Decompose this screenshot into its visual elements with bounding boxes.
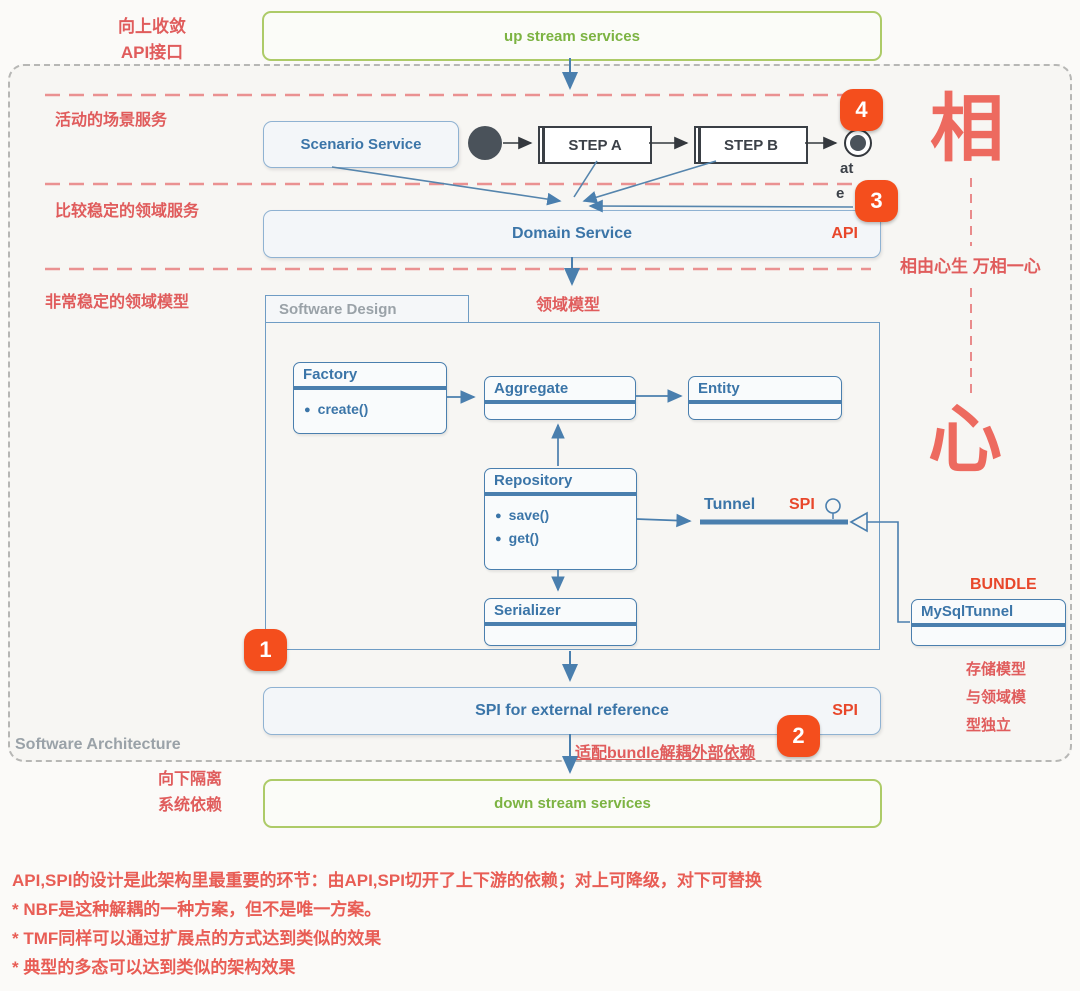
software-design-title: Software Design: [279, 300, 397, 318]
annotation-downward-isolate: 向下隔离: [158, 771, 223, 788]
e-label: e: [836, 185, 845, 202]
tunnel-spi-tag: SPI: [789, 496, 815, 513]
uml-separator: [485, 622, 636, 626]
entity-class: Entity: [688, 376, 842, 420]
mysql-tunnel-class: MySqlTunnel: [911, 599, 1066, 646]
annotation-mind-note: 相由心生 万相一心: [900, 257, 1041, 276]
factory-method-create: ●create(): [304, 401, 369, 417]
big-char-xin: 心: [928, 398, 1002, 481]
footnote-line: * TMF同样可以通过扩展点的方式达到类似的效果: [12, 929, 382, 948]
annotation-system-deps: 系统依赖: [158, 797, 223, 814]
upstream-services-box: up stream services: [262, 11, 882, 61]
factory-title: Factory: [303, 366, 358, 383]
software-architecture-label: Software Architecture: [15, 736, 181, 753]
repository-method-save: ●save(): [495, 507, 550, 523]
footnote-line: API,SPI的设计是此架构里最重要的环节：由API,SPI切开了上下游的依赖；…: [12, 871, 762, 890]
method-bullet-icon: ●: [495, 533, 502, 545]
aggregate-title: Aggregate: [494, 380, 569, 397]
annotation-scenario-layer: 活动的场景服务: [55, 112, 168, 129]
bundle-tag: BUNDLE: [970, 576, 1037, 593]
mysql-tunnel-title: MySqlTunnel: [921, 603, 1014, 620]
at-label: at: [840, 160, 854, 177]
uml-separator: [485, 400, 635, 404]
uml-separator: [294, 386, 446, 390]
spi-external-label: SPI for external reference: [475, 702, 669, 719]
step-b-label: STEP B: [724, 136, 778, 154]
step-a-label: STEP A: [568, 136, 622, 154]
domain-service-box: Domain Service API: [263, 210, 881, 258]
annotation-domain-layer: 比较稳定的领域服务: [55, 203, 200, 220]
annotation-storage-model-3: 型独立: [966, 717, 1012, 734]
software-design-frame-tab: Software Design: [265, 295, 469, 322]
method-bullet-icon: ●: [304, 404, 311, 416]
aggregate-class: Aggregate: [484, 376, 636, 420]
software-design-frame: [265, 322, 880, 650]
footnote-line: * 典型的多态可以达到类似的架构效果: [12, 958, 296, 977]
repository-class: Repository ●save() ●get(): [484, 468, 637, 570]
serializer-class: Serializer: [484, 598, 637, 646]
step-a-box: STEP A: [538, 126, 652, 164]
annotation-api-interface: API接口: [120, 43, 184, 62]
annotation-adapter-bundle: 适配bundle解耦外部依赖: [575, 745, 756, 762]
serializer-title: Serializer: [494, 602, 561, 619]
entity-title: Entity: [698, 380, 740, 397]
factory-class: Factory ●create(): [293, 362, 447, 434]
domain-service-label: Domain Service: [511, 225, 633, 242]
badge-2: 2: [777, 715, 820, 757]
step-b-box: STEP B: [694, 126, 808, 164]
scenario-service-box: Scenario Service: [263, 121, 459, 168]
badge-1: 1: [244, 629, 287, 671]
big-char-xiang: 相: [930, 87, 1004, 170]
annotation-model-layer: 非常稳定的领域模型: [45, 294, 190, 311]
annotation-upward-converge: 向上收敛: [118, 17, 186, 36]
upstream-services-label: up stream services: [504, 27, 640, 45]
repository-method-get: ●get(): [495, 530, 539, 546]
tunnel-interface-label: Tunnel: [704, 496, 756, 513]
badge-4: 4: [840, 89, 883, 131]
repository-title: Repository: [494, 472, 573, 489]
downstream-services-box: down stream services: [263, 779, 882, 828]
downstream-services-label: down stream services: [494, 795, 651, 812]
annotation-storage-model-2: 与领域模: [966, 689, 1027, 706]
domain-model-label: 领域模型: [536, 297, 601, 314]
spi-tag: SPI: [832, 702, 858, 719]
scenario-service-label: Scenario Service: [300, 136, 422, 153]
api-tag: API: [831, 225, 858, 242]
uml-separator: [912, 623, 1065, 627]
annotation-storage-model-1: 存储模型: [966, 661, 1027, 678]
uml-separator: [485, 492, 636, 496]
badge-3: 3: [855, 180, 898, 222]
footnotes-block: API,SPI的设计是此架构里最重要的环节：由API,SPI切开了上下游的依赖；…: [12, 866, 762, 982]
footnote-line: * NBF是这种解耦的一种方案，但不是唯一方案。: [12, 900, 382, 919]
method-bullet-icon: ●: [495, 510, 502, 522]
uml-separator: [689, 400, 841, 404]
